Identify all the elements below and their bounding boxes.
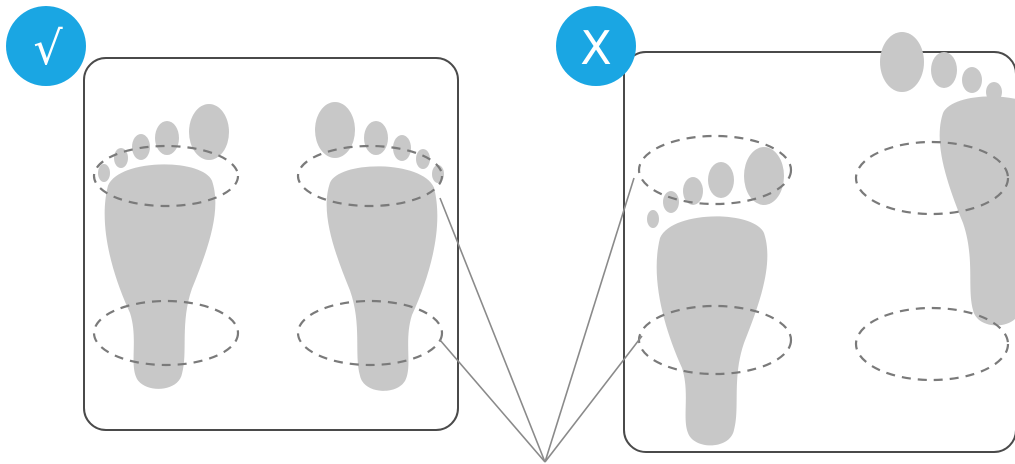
incorrect-panel	[624, 32, 1015, 452]
incorrect-badge: X	[556, 6, 636, 86]
correct-panel	[84, 58, 458, 430]
check-icon: √	[33, 21, 63, 75]
correct-badge: √	[6, 6, 86, 86]
cross-icon: X	[580, 21, 612, 75]
callout-leader-lines	[440, 178, 642, 462]
